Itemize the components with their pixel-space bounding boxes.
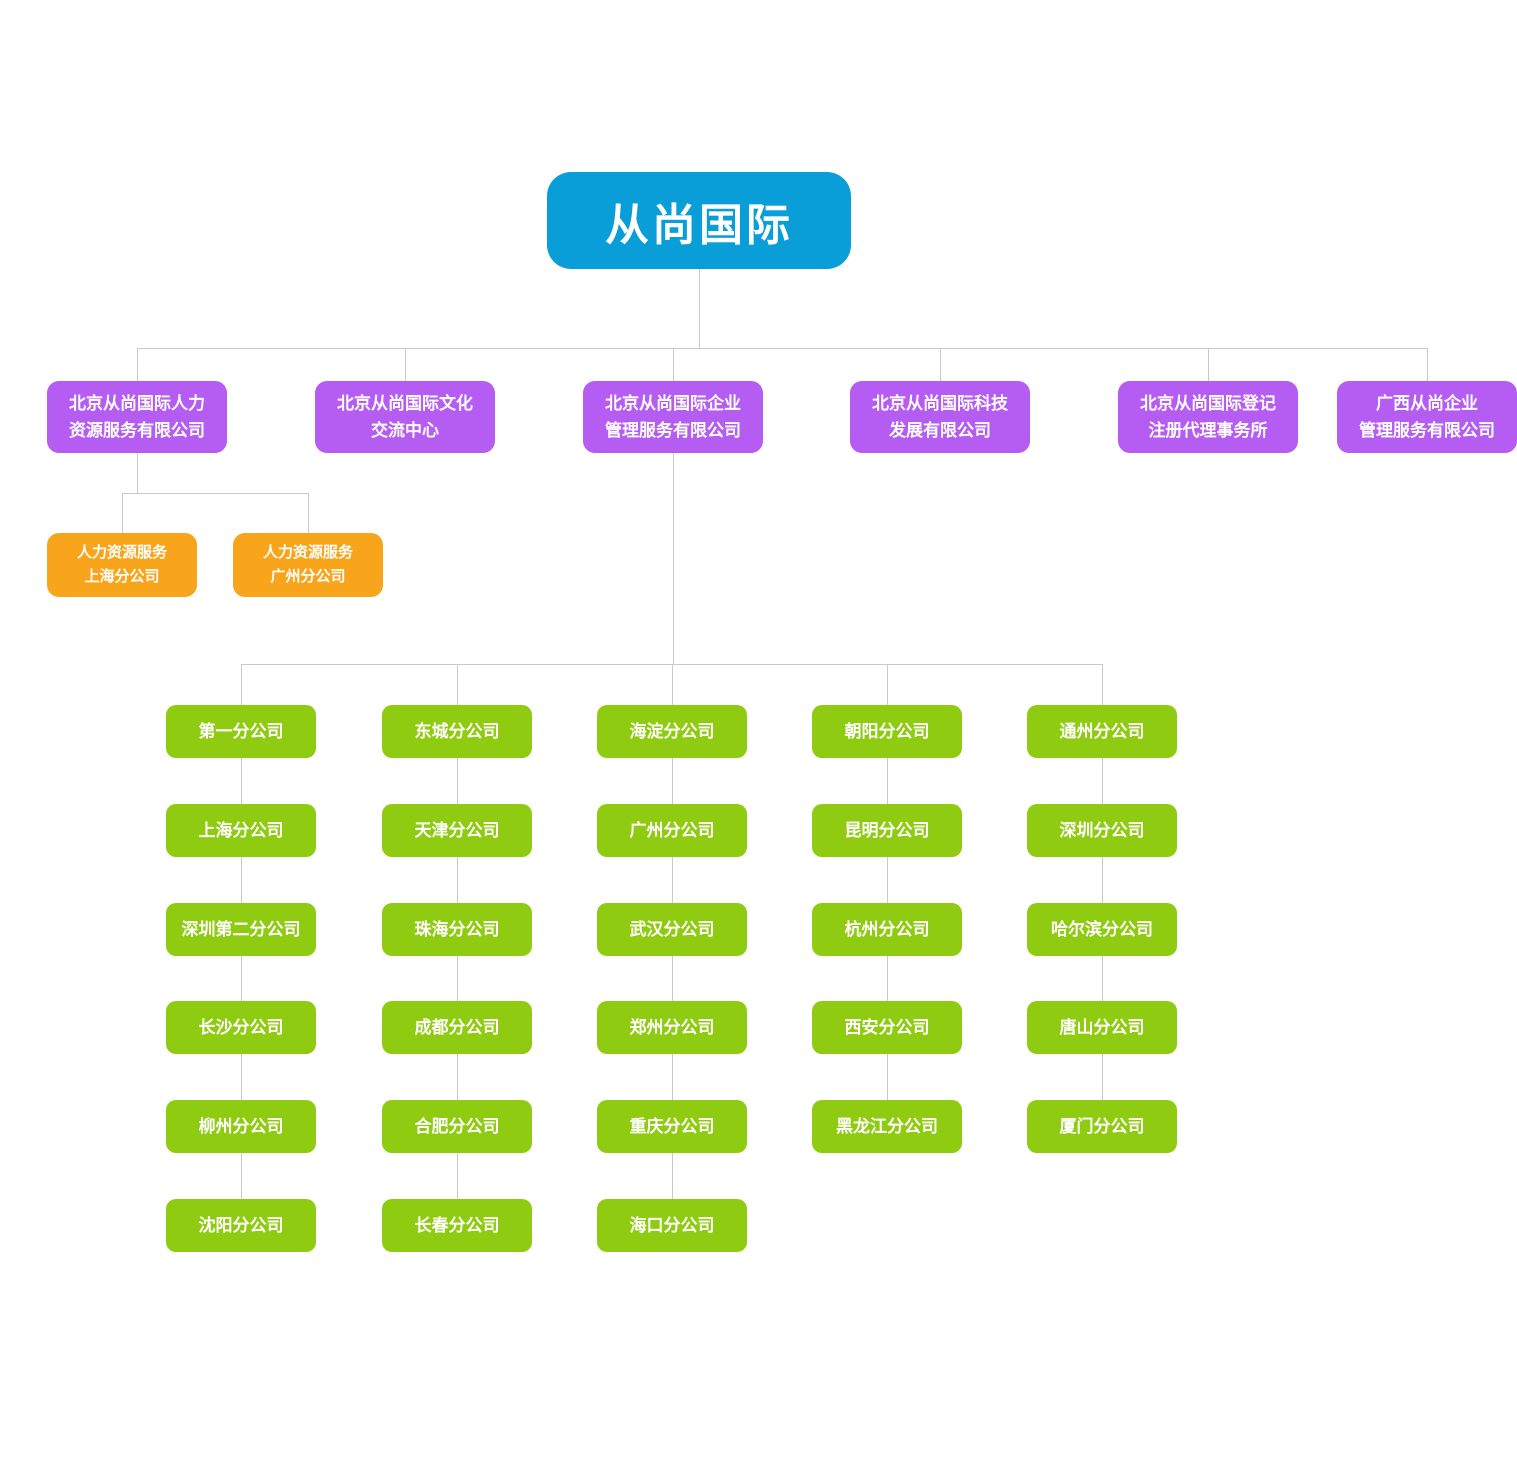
connector-line	[457, 664, 458, 705]
branch-node: 哈尔滨分公司	[1027, 903, 1177, 956]
root-node: 从尚国际	[547, 172, 851, 269]
connector-line	[672, 1054, 673, 1100]
connector-line	[672, 956, 673, 1001]
connector-line	[887, 857, 888, 903]
branch-node: 唐山分公司	[1027, 1001, 1177, 1054]
connector-line	[308, 493, 309, 533]
connector-line	[1102, 956, 1103, 1001]
connector-line	[122, 493, 123, 533]
connector-line	[1102, 664, 1103, 705]
connector-line	[940, 348, 941, 381]
branch-node: 西安分公司	[812, 1001, 962, 1054]
branch-node: 海口分公司	[597, 1199, 747, 1252]
branch-node: 杭州分公司	[812, 903, 962, 956]
branch-node: 长沙分公司	[166, 1001, 316, 1054]
branch-node: 厦门分公司	[1027, 1100, 1177, 1153]
connector-line	[672, 857, 673, 903]
branch-node: 珠海分公司	[382, 903, 532, 956]
branch-node: 重庆分公司	[597, 1100, 747, 1153]
connector-line	[405, 348, 406, 381]
subsidiary-node: 广西从尚企业 管理服务有限公司	[1337, 381, 1517, 453]
subsidiary-node: 北京从尚国际科技 发展有限公司	[850, 381, 1030, 453]
connector-line	[241, 758, 242, 804]
branch-node: 长春分公司	[382, 1199, 532, 1252]
branch-node: 第一分公司	[166, 705, 316, 758]
connector-line	[241, 857, 242, 903]
connector-line	[137, 348, 1427, 349]
branch-node: 朝阳分公司	[812, 705, 962, 758]
connector-line	[672, 758, 673, 804]
connector-line	[457, 758, 458, 804]
connector-line	[241, 664, 242, 705]
connector-line	[241, 1153, 242, 1199]
connector-line	[887, 758, 888, 804]
branch-node: 昆明分公司	[812, 804, 962, 857]
connector-line	[457, 1153, 458, 1199]
connector-line	[672, 664, 673, 705]
branch-node: 郑州分公司	[597, 1001, 747, 1054]
branch-node: 成都分公司	[382, 1001, 532, 1054]
connector-line	[1427, 348, 1428, 381]
connector-line	[672, 1153, 673, 1199]
branch-node: 深圳第二分公司	[166, 903, 316, 956]
connector-line	[699, 269, 700, 348]
connector-line	[887, 1054, 888, 1100]
branch-node: 天津分公司	[382, 804, 532, 857]
subsidiary-node: 北京从尚国际企业 管理服务有限公司	[583, 381, 763, 453]
branch-node: 东城分公司	[382, 705, 532, 758]
subsidiary-node: 北京从尚国际人力 资源服务有限公司	[47, 381, 227, 453]
connector-line	[137, 453, 138, 493]
hr-branch-node: 人力资源服务 广州分公司	[233, 533, 383, 597]
connector-line	[1208, 348, 1209, 381]
branch-node: 海淀分公司	[597, 705, 747, 758]
connector-line	[673, 348, 674, 381]
connector-line	[1102, 758, 1103, 804]
connector-line	[1102, 857, 1103, 903]
branch-node: 柳州分公司	[166, 1100, 316, 1153]
branch-node: 沈阳分公司	[166, 1199, 316, 1252]
connector-line	[457, 857, 458, 903]
branch-node: 深圳分公司	[1027, 804, 1177, 857]
connector-line	[887, 664, 888, 705]
subsidiary-node: 北京从尚国际文化 交流中心	[315, 381, 495, 453]
connector-line	[457, 956, 458, 1001]
branch-node: 上海分公司	[166, 804, 316, 857]
connector-line	[241, 664, 1102, 665]
connector-line	[457, 1054, 458, 1100]
branch-node: 广州分公司	[597, 804, 747, 857]
connector-line	[1102, 1054, 1103, 1100]
connector-line	[887, 956, 888, 1001]
hr-branch-node: 人力资源服务 上海分公司	[47, 533, 197, 597]
connector-line	[673, 453, 674, 664]
subsidiary-node: 北京从尚国际登记 注册代理事务所	[1118, 381, 1298, 453]
connector-line	[137, 348, 138, 381]
branch-node: 通州分公司	[1027, 705, 1177, 758]
connector-line	[241, 956, 242, 1001]
branch-node: 黑龙江分公司	[812, 1100, 962, 1153]
connector-line	[241, 1054, 242, 1100]
branch-node: 合肥分公司	[382, 1100, 532, 1153]
branch-node: 武汉分公司	[597, 903, 747, 956]
connector-line	[122, 493, 308, 494]
